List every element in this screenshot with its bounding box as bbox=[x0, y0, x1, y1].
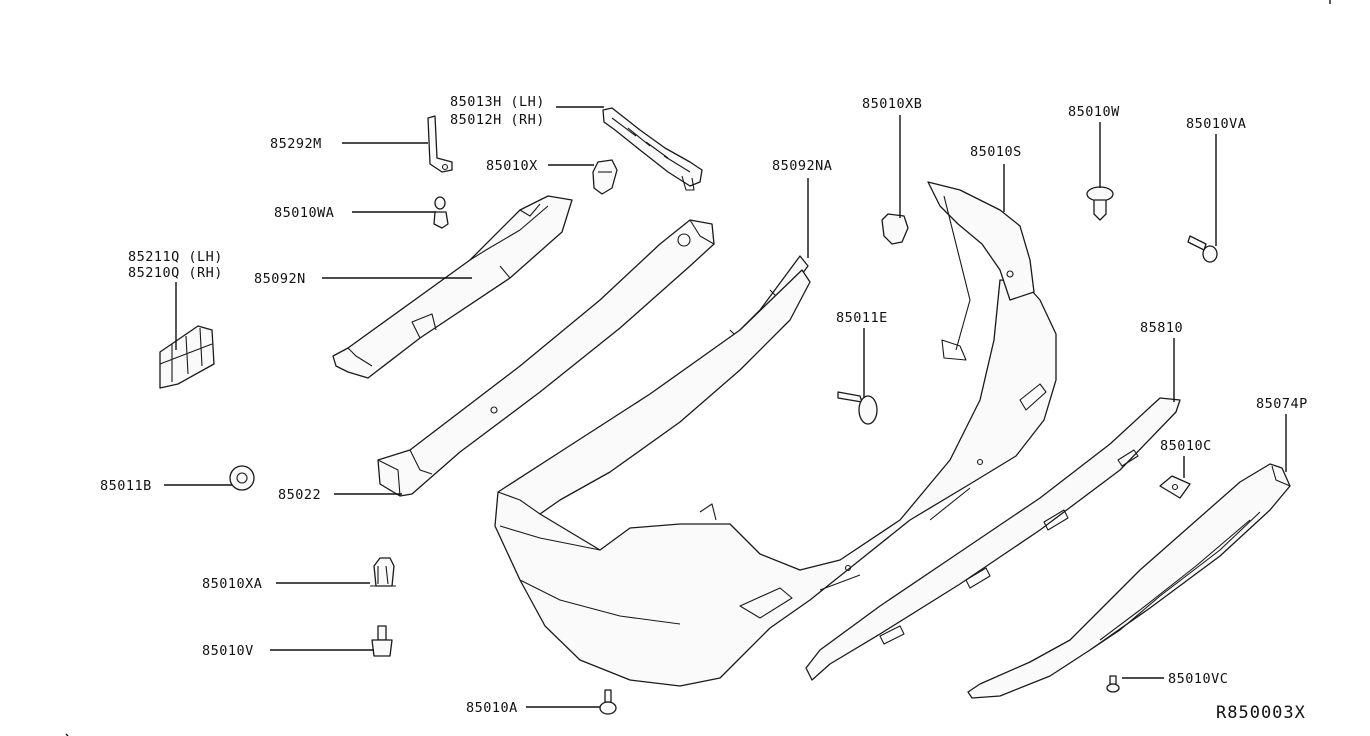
label-85010A: 85010A bbox=[466, 700, 518, 716]
label-85010X: 85010X bbox=[486, 158, 538, 174]
part-85211Q-bracket bbox=[159, 325, 215, 389]
part-85022-reinforcement bbox=[377, 219, 715, 497]
part-85010WA-clip bbox=[433, 196, 449, 229]
label-85010V: 85010V bbox=[202, 643, 254, 659]
label-85010S: 85010S bbox=[970, 144, 1022, 160]
label-85010WA: 85010WA bbox=[274, 205, 334, 221]
label-85092N: 85092N bbox=[254, 271, 306, 287]
part-85010XA-clip bbox=[370, 557, 396, 587]
diagram-reference-code: R850003X bbox=[1216, 703, 1306, 723]
label-85012H: 85012H (RH) bbox=[450, 112, 545, 128]
label-85010VA: 85010VA bbox=[1186, 116, 1246, 132]
part-85092N-absorber bbox=[332, 195, 573, 379]
label-85010XA: 85010XA bbox=[202, 576, 262, 592]
label-85013H: 85013H (LH) bbox=[450, 94, 545, 110]
part-85010A-screw bbox=[599, 689, 617, 715]
label-85022: 85022 bbox=[278, 487, 321, 503]
part-85810-garnish bbox=[805, 397, 1181, 681]
part-85010S-bracket bbox=[927, 181, 1035, 361]
part-85013H-bracket bbox=[602, 107, 703, 191]
part-85010VA-screw bbox=[1187, 235, 1218, 263]
part-85011E-retainer bbox=[837, 391, 878, 425]
part-85010XB-clip bbox=[881, 213, 909, 245]
label-85210Q: 85210Q (RH) bbox=[128, 265, 223, 281]
label-85011E: 85011E bbox=[836, 310, 888, 326]
part-85074P-trim bbox=[967, 463, 1291, 699]
label-85010XB: 85010XB bbox=[862, 96, 922, 112]
label-85092NA: 85092NA bbox=[772, 158, 832, 174]
part-85011B-clip bbox=[229, 465, 255, 491]
label-85010C: 85010C bbox=[1160, 438, 1212, 454]
label-85810: 85810 bbox=[1140, 320, 1183, 336]
label-85010VC: 85010VC bbox=[1168, 671, 1228, 687]
part-85010V-clip bbox=[371, 625, 393, 657]
leader-lines bbox=[164, 106, 1287, 708]
label-85211Q: 85211Q (LH) bbox=[128, 249, 223, 265]
part-85010W-clip bbox=[1086, 186, 1114, 221]
label-85292M: 85292M bbox=[270, 136, 322, 152]
part-labels: 85013H (LH) 85012H (RH) 85292M 85010X 85… bbox=[100, 94, 1308, 716]
part-85010VC-screw bbox=[1106, 675, 1120, 693]
label-85074P: 85074P bbox=[1256, 396, 1308, 412]
part-rear-bumper-fascia bbox=[494, 269, 1057, 687]
label-85011B: 85011B bbox=[100, 478, 152, 494]
part-85010X-clip bbox=[592, 159, 618, 195]
part-85292M-bracket bbox=[427, 115, 453, 173]
part-85010C-nut bbox=[1159, 475, 1191, 499]
label-85010W: 85010W bbox=[1068, 104, 1120, 120]
